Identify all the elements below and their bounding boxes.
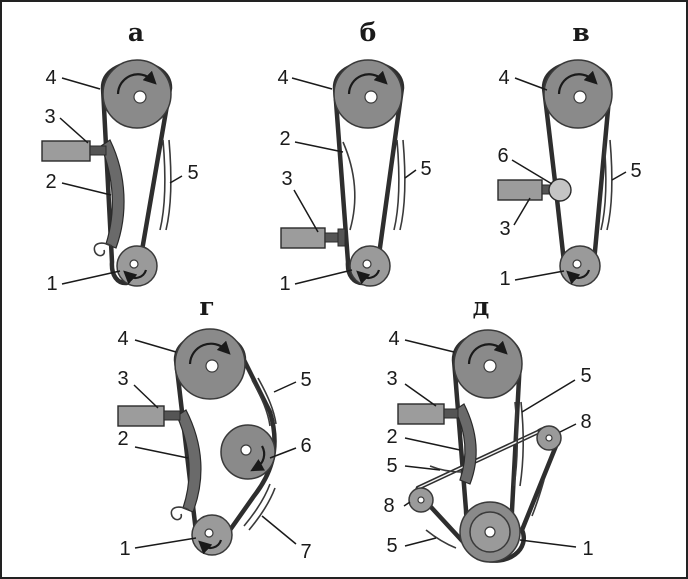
rotation-arrow-icon bbox=[356, 269, 381, 285]
tensioner-shoe bbox=[176, 409, 202, 513]
chain-guide bbox=[600, 139, 607, 231]
chain-guide-left bbox=[342, 141, 356, 231]
tensioner-plunger bbox=[163, 410, 181, 421]
callout-1: 1 bbox=[46, 273, 57, 295]
chain-guide bbox=[399, 139, 406, 231]
callout-4: 4 bbox=[117, 328, 128, 350]
panel-a: а 4 3 2 5 1 bbox=[41, 18, 199, 295]
callout-3: 3 bbox=[499, 218, 510, 240]
chain-link-highlight bbox=[417, 431, 539, 489]
callout-1: 1 bbox=[582, 538, 593, 560]
sprocket-hub bbox=[204, 528, 214, 538]
tensioner-roller bbox=[548, 178, 572, 202]
callout-4: 4 bbox=[45, 67, 56, 89]
sprocket-hub bbox=[364, 90, 378, 104]
panel-b: б 4 2 3 5 1 bbox=[277, 18, 431, 295]
callout-8: 8 bbox=[580, 411, 591, 433]
sprocket-hub bbox=[545, 434, 553, 442]
sprocket-hub bbox=[362, 259, 372, 269]
panel-letter: б bbox=[360, 18, 377, 47]
sprocket-hub bbox=[129, 259, 139, 269]
panel-g: г 4 3 2 5 6 7 bbox=[117, 292, 312, 563]
rotation-arrow-icon bbox=[566, 269, 591, 285]
callout-4: 4 bbox=[388, 328, 399, 350]
callout-5: 5 bbox=[420, 158, 431, 180]
callout-4: 4 bbox=[277, 67, 288, 89]
tensioner-plunger bbox=[324, 232, 339, 243]
rotation-arrow-icon bbox=[250, 445, 266, 472]
chain-guide bbox=[519, 401, 524, 487]
callout-4: 4 bbox=[498, 67, 509, 89]
tensioner-plunger bbox=[443, 408, 459, 419]
rotation-arrow-icon bbox=[188, 340, 231, 365]
chain-tensioner bbox=[280, 227, 326, 249]
rotation-arrow-icon bbox=[198, 539, 223, 555]
panel-letter: г bbox=[199, 292, 214, 321]
panel-letter: а bbox=[128, 18, 144, 47]
sprocket-hub bbox=[205, 359, 219, 373]
panel-v: в 4 6 3 5 1 bbox=[497, 18, 642, 290]
callout-5: 5 bbox=[386, 455, 397, 477]
rotation-arrow-icon bbox=[347, 70, 388, 95]
callout-2: 2 bbox=[279, 128, 290, 150]
callout-8: 8 bbox=[383, 495, 394, 517]
sprocket-hub bbox=[417, 496, 425, 504]
sprocket-hub bbox=[484, 526, 496, 538]
chain-guide-lower bbox=[243, 483, 271, 527]
panel-letter: в bbox=[572, 18, 589, 47]
callout-2: 2 bbox=[386, 426, 397, 448]
callout-5: 5 bbox=[630, 160, 641, 182]
chain-guide bbox=[393, 139, 400, 231]
chain-guide bbox=[251, 379, 271, 427]
callout-3: 3 bbox=[117, 368, 128, 390]
callout-1: 1 bbox=[499, 268, 510, 290]
rotation-arrow-icon bbox=[467, 340, 508, 365]
chain-tensioner bbox=[41, 140, 91, 162]
sprocket-hub bbox=[133, 90, 147, 104]
callout-3: 3 bbox=[386, 368, 397, 390]
callout-1: 1 bbox=[279, 273, 290, 295]
callout-2: 2 bbox=[45, 171, 56, 193]
sprocket-hub bbox=[573, 90, 587, 104]
callout-5: 5 bbox=[187, 162, 198, 184]
callout-5: 5 bbox=[386, 535, 397, 557]
chain-tensioner bbox=[397, 403, 445, 425]
tensioner-shoe-pad bbox=[337, 228, 346, 247]
chain-guide bbox=[159, 139, 166, 231]
panel-d: д bbox=[383, 292, 594, 563]
balance-chain-guide bbox=[425, 529, 457, 549]
tensioner-plunger bbox=[89, 145, 107, 156]
tensioner-shoe bbox=[454, 403, 477, 485]
sprocket-hub bbox=[572, 259, 582, 269]
rotation-arrow-icon bbox=[123, 269, 148, 285]
callout-6: 6 bbox=[300, 435, 311, 457]
callout-5: 5 bbox=[300, 369, 311, 391]
callout-7: 7 bbox=[300, 541, 311, 563]
chain-guide-lower bbox=[248, 487, 276, 531]
callout-5: 5 bbox=[580, 365, 591, 387]
callout-6: 6 bbox=[497, 145, 508, 167]
chain-tensioner bbox=[117, 405, 165, 427]
sprocket-hub bbox=[483, 359, 497, 373]
chain-guide bbox=[606, 139, 613, 231]
balance-chain-guide bbox=[429, 465, 463, 473]
chain-guide bbox=[257, 377, 277, 425]
callout-3: 3 bbox=[44, 106, 55, 128]
chain-tensioner bbox=[497, 179, 543, 201]
panel-letter: д bbox=[473, 292, 490, 321]
shoe-hook bbox=[93, 242, 113, 257]
rotation-arrow-icon bbox=[116, 70, 157, 95]
chain-guide bbox=[165, 139, 172, 231]
rotation-arrow-icon bbox=[557, 70, 598, 95]
callout-2: 2 bbox=[117, 428, 128, 450]
sprocket-hub bbox=[240, 444, 252, 456]
chain-guide bbox=[513, 401, 518, 487]
shoe-hook bbox=[170, 506, 190, 521]
callout-3: 3 bbox=[281, 168, 292, 190]
balance-chain-guide bbox=[531, 479, 545, 517]
callout-1: 1 bbox=[119, 538, 130, 560]
